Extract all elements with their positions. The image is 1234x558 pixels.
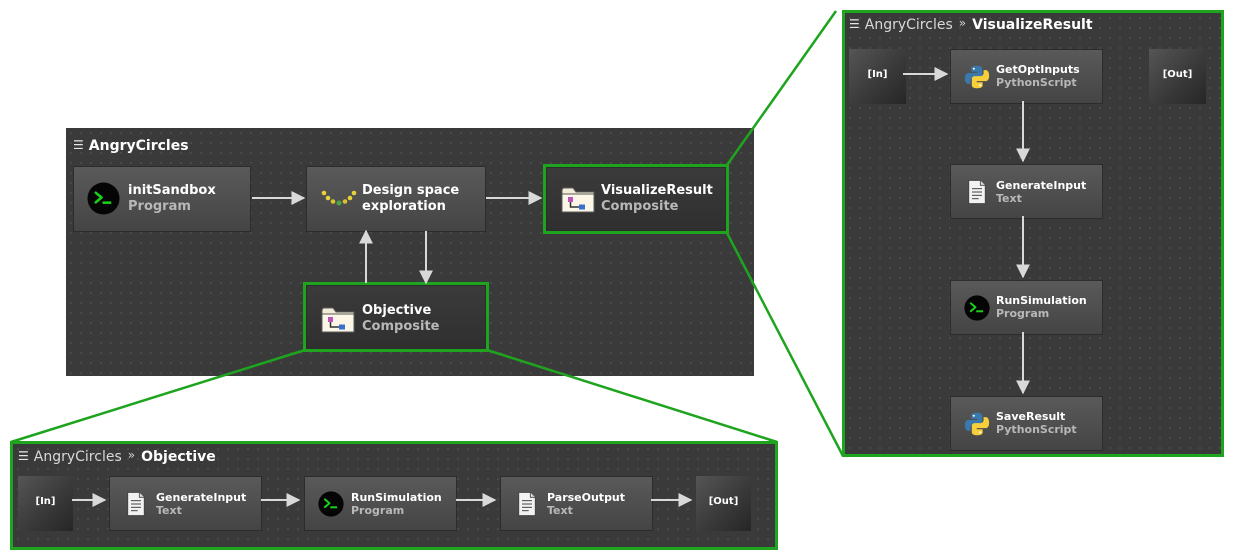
menu-icon[interactable]: ☰ <box>73 138 84 152</box>
zoom-line <box>725 10 838 166</box>
node-title: initSandbox <box>128 183 216 198</box>
main-title: AngryCircles <box>88 138 189 154</box>
node-title: ParseOutput <box>547 491 626 504</box>
in-port[interactable]: [In] <box>849 49 906 104</box>
node-title: VisualizeResult <box>601 183 713 198</box>
node-type: Composite <box>601 199 679 214</box>
node-type: PythonScript <box>996 76 1077 89</box>
node-visualize-result[interactable]: VisualizeResult Composite <box>543 164 729 234</box>
node-title: RunSimulation <box>996 294 1087 307</box>
main-canvas[interactable]: ☰ AngryCircles initSandbox Program Design… <box>66 128 754 376</box>
node-title-line2: exploration <box>362 199 446 214</box>
breadcrumb: ☰ AngryCircles » Objective <box>18 448 216 465</box>
breadcrumb-root[interactable]: AngryCircles <box>33 449 122 465</box>
node-type: Program <box>128 199 191 214</box>
visualize-result-panel[interactable]: ☰ AngryCircles » VisualizeResult [In] [Out]… <box>842 10 1224 457</box>
main-title-bar: ☰ AngryCircles <box>73 138 189 154</box>
objective-panel[interactable]: ☰ AngryCircles » Objective [In] GenerateInp… <box>10 441 778 550</box>
zoom-line <box>725 232 845 457</box>
zoom-line <box>10 348 306 444</box>
node-title: Objective <box>362 303 432 318</box>
node-run-simulation[interactable]: RunSimulation Program <box>950 280 1103 335</box>
node-objective[interactable]: Objective Composite <box>303 282 489 352</box>
node-type: Program <box>351 504 405 517</box>
node-type: Text <box>547 504 573 517</box>
node-type: Text <box>996 192 1022 205</box>
in-port[interactable]: [In] <box>18 476 73 531</box>
breadcrumb: ☰ AngryCircles » VisualizeResult <box>849 16 1093 33</box>
node-title: RunSimulation <box>351 491 442 504</box>
node-title: GenerateInput <box>996 179 1087 192</box>
node-parse-output[interactable]: ParseOutput Text <box>500 476 653 531</box>
out-port[interactable]: [Out] <box>696 476 751 531</box>
node-generate-input[interactable]: GenerateInput Text <box>109 476 262 531</box>
node-init-sandbox[interactable]: initSandbox Program <box>73 166 251 232</box>
node-design-space-exploration[interactable]: Design space exploration <box>306 166 486 232</box>
node-title-line1: Design space <box>362 183 460 198</box>
node-title: SaveResult <box>996 410 1066 423</box>
zoom-line <box>486 348 778 444</box>
node-get-opt-inputs[interactable]: GetOptInputs PythonScript <box>950 49 1103 104</box>
node-title: GenerateInput <box>156 491 247 504</box>
node-type: Composite <box>362 319 440 334</box>
node-type: Program <box>996 307 1050 320</box>
node-generate-input[interactable]: GenerateInput Text <box>950 164 1103 219</box>
out-port[interactable]: [Out] <box>1149 49 1206 104</box>
menu-icon[interactable]: ☰ <box>849 17 860 31</box>
node-title: GetOptInputs <box>996 63 1080 76</box>
breadcrumb-current: VisualizeResult <box>972 17 1093 33</box>
node-save-result[interactable]: SaveResult PythonScript <box>950 396 1103 451</box>
breadcrumb-root[interactable]: AngryCircles <box>864 17 953 33</box>
node-type: PythonScript <box>996 423 1077 436</box>
breadcrumb-current: Objective <box>141 449 216 465</box>
breadcrumb-separator-icon: » <box>958 16 967 30</box>
menu-icon[interactable]: ☰ <box>18 449 29 463</box>
node-run-simulation[interactable]: RunSimulation Program <box>304 476 457 531</box>
node-type: Text <box>156 504 182 517</box>
breadcrumb-separator-icon: » <box>127 448 136 462</box>
